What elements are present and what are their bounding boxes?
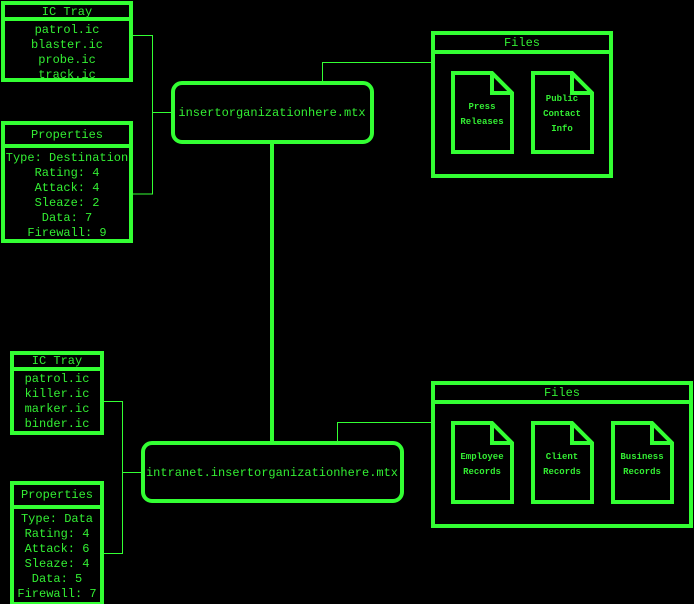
file-label: Public bbox=[546, 94, 578, 104]
property-item: Sleaze: 4 bbox=[25, 557, 90, 571]
document-icon bbox=[531, 71, 594, 154]
property-item: Data: 7 bbox=[42, 211, 92, 225]
file-label: Client bbox=[546, 452, 578, 462]
ic-item: marker.ic bbox=[25, 402, 90, 416]
bottom-files-connector bbox=[337, 422, 432, 441]
document-icon bbox=[451, 421, 514, 504]
ic-item: patrol.ic bbox=[25, 372, 90, 386]
ic-item: probe.ic bbox=[38, 53, 96, 67]
file-item[interactable]: Press Releases bbox=[451, 71, 514, 154]
connectors bbox=[104, 35, 432, 554]
property-item: Type: Data bbox=[21, 512, 93, 526]
properties-panel: Properties Type: Data Rating: 4 Attack: … bbox=[10, 481, 104, 604]
document-icon bbox=[451, 71, 514, 154]
panel-title: Properties bbox=[21, 488, 93, 502]
properties-panel: Properties Type: Destination Rating: 4 A… bbox=[1, 121, 133, 243]
file-label: Contact bbox=[543, 109, 581, 119]
file-label: Releases bbox=[460, 117, 503, 127]
file-label: Press bbox=[468, 102, 495, 112]
property-item: Attack: 4 bbox=[35, 181, 100, 195]
file-item[interactable]: Employee Records bbox=[451, 421, 514, 504]
panel-title: Files bbox=[544, 386, 580, 400]
ic-item: binder.ic bbox=[25, 417, 90, 431]
top-files-connector bbox=[322, 62, 432, 81]
file-label: Records bbox=[543, 467, 581, 477]
server-node[interactable]: intranet.insertorganizationhere.mtx bbox=[141, 441, 404, 503]
property-item: Attack: 6 bbox=[25, 542, 90, 556]
file-label: Employee bbox=[460, 452, 503, 462]
ic-item: patrol.ic bbox=[35, 23, 100, 37]
ic-tray-panel: IC Tray patrol.ic blaster.ic probe.ic tr… bbox=[1, 1, 133, 82]
file-item[interactable]: Public Contact Info bbox=[531, 71, 594, 154]
property-item: Type: Destination bbox=[6, 151, 128, 165]
file-label: Records bbox=[463, 467, 501, 477]
bottom-panels-connector bbox=[104, 401, 141, 554]
property-item: Firewall: 7 bbox=[17, 587, 96, 601]
ic-item: blaster.ic bbox=[31, 38, 103, 52]
property-item: Firewall: 9 bbox=[27, 226, 106, 240]
server-node[interactable]: insertorganizationhere.mtx bbox=[171, 81, 374, 144]
files-panel: Files Employee Records Client Records Bu… bbox=[431, 381, 693, 528]
top-panels-connector bbox=[133, 35, 171, 195]
document-icon bbox=[611, 421, 674, 504]
property-item: Rating: 4 bbox=[25, 527, 90, 541]
file-item[interactable]: Business Records bbox=[611, 421, 674, 504]
document-icon bbox=[531, 421, 594, 504]
ic-tray-panel: IC Tray patrol.ic killer.ic marker.ic bi… bbox=[10, 351, 104, 435]
node-name: intranet.insertorganizationhere.mtx bbox=[146, 466, 398, 480]
file-label: Records bbox=[623, 467, 661, 477]
file-item[interactable]: Client Records bbox=[531, 421, 594, 504]
panel-title: Files bbox=[504, 36, 540, 50]
panel-title: Properties bbox=[31, 128, 103, 142]
property-item: Sleaze: 2 bbox=[35, 196, 100, 210]
file-label: Info bbox=[551, 124, 573, 134]
files-panel: Files Press Releases Public Contact Info bbox=[431, 31, 613, 178]
property-item: Rating: 4 bbox=[35, 166, 100, 180]
file-label: Business bbox=[620, 452, 663, 462]
panel-title: IC Tray bbox=[32, 354, 82, 368]
ic-item: track.ic bbox=[38, 68, 96, 82]
property-item: Data: 5 bbox=[32, 572, 82, 586]
node-name: insertorganizationhere.mtx bbox=[178, 106, 365, 120]
ic-item: killer.ic bbox=[25, 387, 90, 401]
panel-title: IC Tray bbox=[42, 5, 92, 19]
